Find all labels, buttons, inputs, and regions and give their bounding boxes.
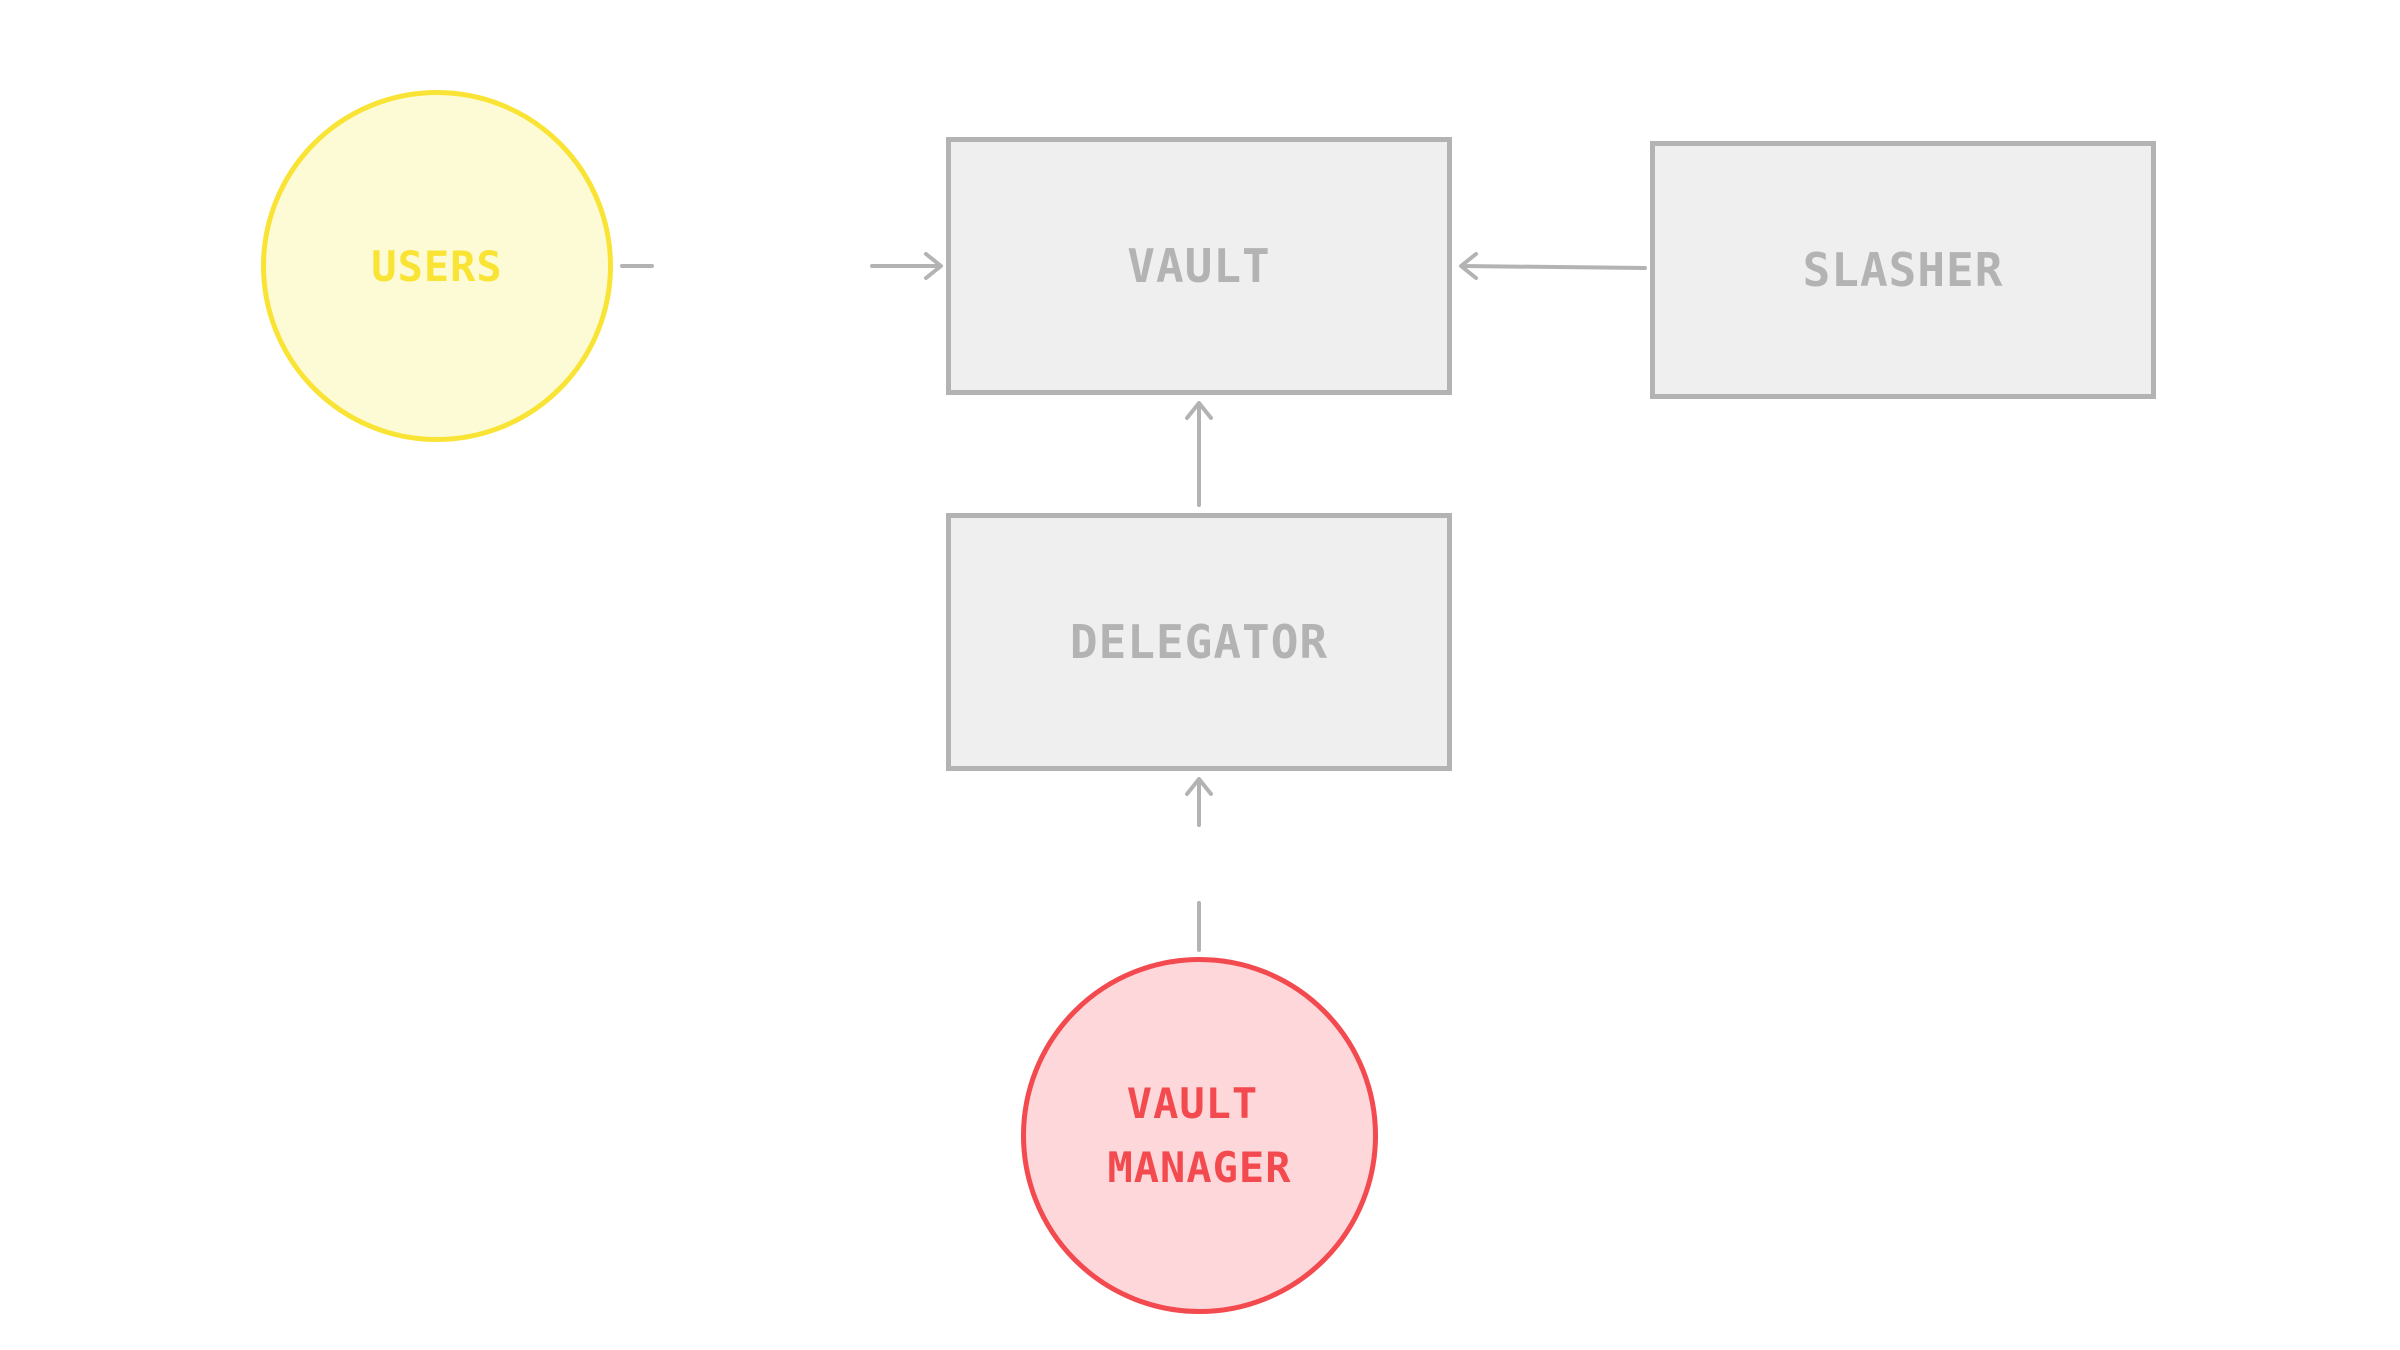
delegator-node: DELEGATOR — [946, 513, 1452, 771]
vault-node: VAULT — [946, 137, 1452, 395]
delegator-label: DELEGATOR — [1069, 615, 1329, 669]
users-label: USERS — [371, 241, 503, 291]
edge-manager-delegator-arrowhead — [1185, 777, 1213, 796]
users-node: USERS — [261, 90, 613, 442]
edge-slasher-vault — [1460, 264, 1647, 270]
vault-manager-label-line1: VAULT — [1126, 1078, 1259, 1128]
vault-label: VAULT — [1127, 239, 1271, 293]
edge-slasher-vault-arrowhead — [1459, 252, 1478, 280]
vault-manager-node: VAULT MANAGER — [1021, 957, 1378, 1314]
slasher-label: SLASHER — [1802, 243, 2004, 297]
edge-delegator-vault-arrowhead — [1185, 401, 1213, 420]
slasher-node: SLASHER — [1650, 141, 2156, 399]
edge-users-vault-arrowhead — [924, 252, 943, 280]
vault-manager-label-line2: MANAGER — [1107, 1142, 1292, 1192]
